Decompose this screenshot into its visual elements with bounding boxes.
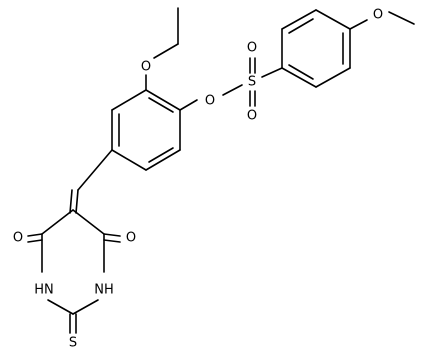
methylidene-linker xyxy=(69,149,113,214)
thioxo-sulfur-label: S xyxy=(69,336,77,351)
aryl-ester-oxygen: O xyxy=(179,84,243,111)
nh-right-label: NH xyxy=(94,283,114,298)
thiobarbiturate-ring xyxy=(41,209,105,315)
methoxy-group: O xyxy=(349,8,415,30)
sulfonyl-sulfur-label: S xyxy=(248,75,256,90)
central-benzene-ring xyxy=(111,89,181,171)
ethoxy-group: O xyxy=(141,7,179,91)
sulfonyl-oxygen-bottom-label: O xyxy=(247,109,257,124)
methoxyphenyl-ring xyxy=(281,9,351,88)
nh-left-label: HN xyxy=(34,283,54,298)
thioxo-group: S xyxy=(69,313,77,351)
sulfonyl-oxygen-top-label: O xyxy=(247,41,257,56)
sulfonyl-group: S O O xyxy=(247,41,283,124)
carbonyl-oxygen-left-label: O xyxy=(13,231,23,246)
carbonyl-oxygen-right-label: O xyxy=(126,231,136,246)
methoxy-oxygen-label: O xyxy=(373,8,383,23)
carbonyl-groups: O O xyxy=(13,231,136,246)
ester-oxygen-label: O xyxy=(205,94,215,109)
ethoxy-oxygen-label: O xyxy=(141,60,151,75)
